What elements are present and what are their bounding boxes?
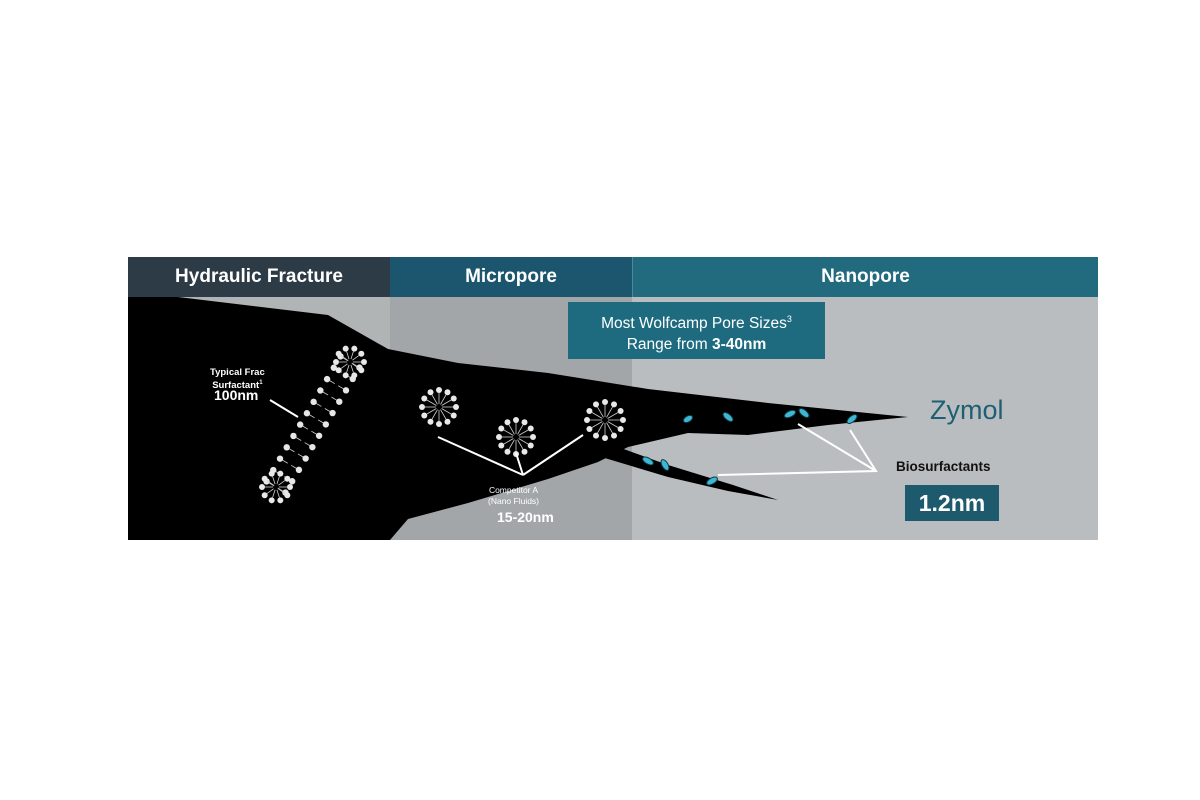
callout-line1: Most Wolfcamp Pore Sizes bbox=[601, 315, 787, 333]
header-micropore: Micropore bbox=[390, 257, 632, 297]
biosurfactant-icon bbox=[722, 412, 734, 422]
competitor-label: Competitor A (Nano Fluids) bbox=[488, 485, 539, 507]
competitor-micelle-icon-2 bbox=[496, 417, 536, 457]
header-nanopore: Nanopore bbox=[632, 257, 1098, 297]
competitor-size: 15-20nm bbox=[497, 509, 554, 525]
biosurfactant-icon bbox=[783, 409, 797, 419]
typical-frac-footnote: 1 bbox=[259, 380, 263, 386]
frac-surfactant-micelle-icon bbox=[259, 345, 367, 504]
callout-line2-prefix: Range from bbox=[626, 336, 712, 354]
header-hydraulic-fracture: Hydraulic Fracture bbox=[128, 257, 390, 297]
typical-frac-label-line1: Typical Frac bbox=[210, 367, 265, 378]
biosurfactant-icon bbox=[682, 414, 694, 424]
biosurfactant-size-badge: 1.2nm bbox=[905, 485, 999, 521]
biosurfactant-particles bbox=[642, 408, 858, 486]
biosurfactant-icon bbox=[846, 414, 858, 424]
typical-frac-label-line2: Surfactant bbox=[212, 380, 260, 392]
competitor-micelle-icon-3 bbox=[584, 399, 626, 441]
zymol-brand: Zymol bbox=[930, 395, 1004, 425]
pore-size-diagram: Hydraulic Fracture Micropore Nanopore bbox=[128, 257, 1098, 540]
biosurfactants-label: Biosurfactants bbox=[896, 459, 991, 474]
nanopore-branch bbox=[588, 439, 778, 500]
biosurfactant-icon bbox=[706, 476, 718, 486]
typical-frac-size: 100nm bbox=[214, 387, 259, 403]
biosurfactant-icon bbox=[642, 456, 654, 466]
channel-illustration bbox=[128, 297, 908, 540]
connector-lines bbox=[269, 399, 878, 476]
callout-footnote: 3 bbox=[786, 314, 792, 324]
biosurfactant-icon bbox=[798, 408, 810, 418]
callout-range-value: 3-40nm bbox=[712, 336, 767, 354]
biosurfactant-icon bbox=[660, 459, 670, 471]
competitor-micelle-icon-1 bbox=[419, 387, 459, 427]
competitor-label-line2: (Nano Fluids) bbox=[488, 496, 540, 506]
pore-size-callout: Most Wolfcamp Pore Sizes3 Range from 3-4… bbox=[568, 302, 825, 359]
competitor-label-line1: Competitor A bbox=[488, 485, 539, 495]
typical-frac-label: Typical Frac Surfactant1 bbox=[210, 367, 265, 391]
